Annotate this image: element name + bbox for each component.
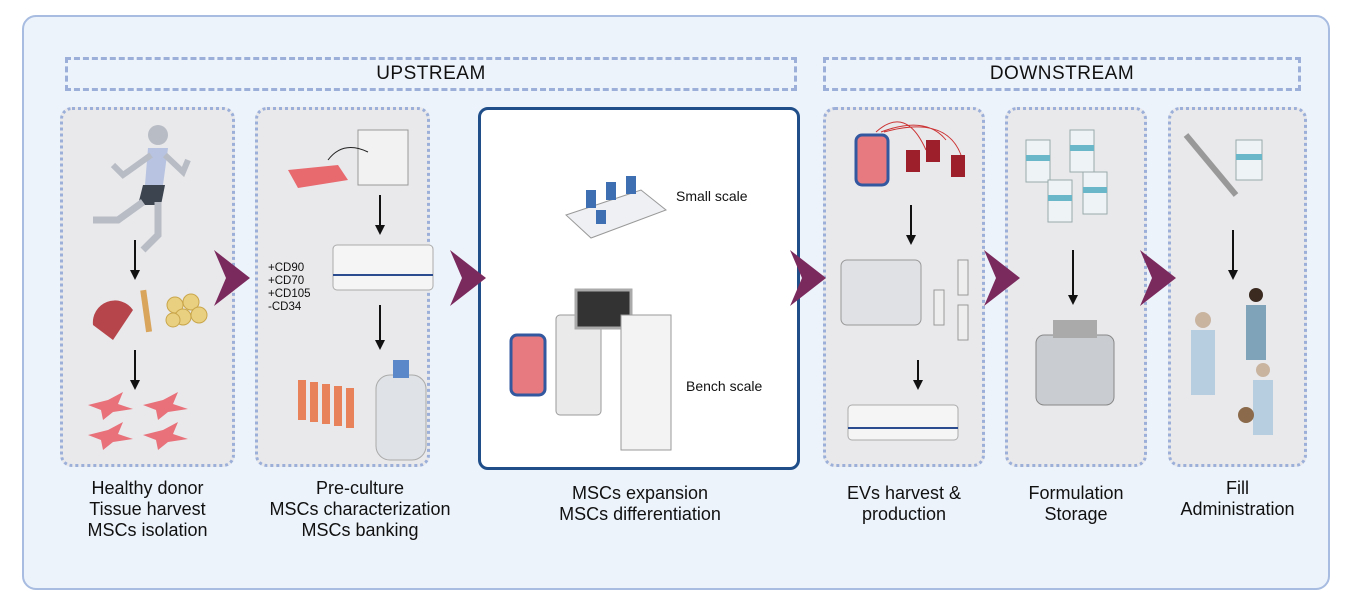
panel-preculture	[255, 107, 434, 467]
chevron-arrow-1	[214, 250, 250, 306]
ev-harvest-illustration	[840, 121, 969, 441]
preculture-illustration	[288, 129, 434, 461]
panel-donor	[60, 107, 235, 467]
label-line: Healthy donor	[91, 478, 204, 498]
label-line: Storage	[1044, 504, 1108, 524]
chevron-arrow-3	[790, 250, 826, 306]
panel-formulation	[1005, 107, 1147, 467]
upstream-header: UPSTREAM	[65, 57, 797, 91]
donor-illustration	[88, 125, 208, 450]
panel-expansion: Small scale Bench scale	[478, 107, 800, 470]
label-line: MSCs isolation	[87, 520, 208, 540]
chevron-arrow-2	[450, 250, 486, 306]
small-scale-label: Small scale	[676, 188, 748, 204]
formulation-illustration	[1025, 129, 1115, 406]
label-line: production	[861, 504, 947, 524]
bioreactor-illustration	[509, 176, 672, 451]
bench-scale-label: Bench scale	[686, 378, 763, 394]
label-line: Administration	[1180, 499, 1295, 519]
chevron-arrow-5	[1140, 250, 1176, 306]
chevron-arrow-4	[984, 250, 1020, 306]
marker-cd90: +CD90	[268, 262, 305, 274]
panel-ev-harvest	[823, 107, 985, 467]
marker-cd34: -CD34	[268, 301, 302, 313]
marker-cd70: +CD70	[268, 275, 305, 287]
marker-list: +CD90 +CD70 +CD105 -CD34	[268, 262, 311, 314]
downstream-header: DOWNSTREAM	[823, 57, 1301, 91]
stage-label-ev-harvest: EVs harvest &production	[814, 483, 994, 525]
label-line: MSCs differentiation	[559, 504, 721, 524]
marker-cd105: +CD105	[268, 288, 311, 300]
label-line: Formulation	[1028, 483, 1124, 503]
label-line: Tissue harvest	[89, 499, 206, 519]
label-line: Pre-culture	[315, 478, 405, 498]
label-line: EVs harvest &	[846, 483, 962, 503]
panel-administration	[1168, 107, 1307, 467]
label-line: Fill	[1226, 478, 1249, 498]
label-line: MSCs expansion	[571, 483, 709, 503]
label-line: MSCs characterization	[269, 499, 451, 519]
label-line: MSCs banking	[301, 520, 419, 540]
administration-illustration	[1183, 133, 1273, 435]
